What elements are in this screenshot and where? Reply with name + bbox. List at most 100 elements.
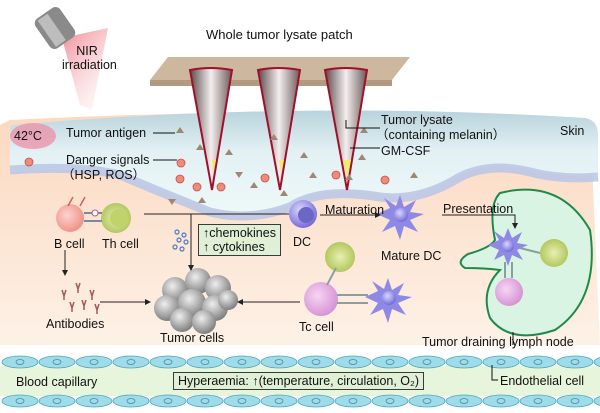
endothelial-nucleus <box>163 398 173 404</box>
microneedle <box>323 67 369 191</box>
endothelial-nucleus <box>422 359 432 365</box>
endothelial-cell <box>223 394 261 408</box>
tumor-lysate-leader <box>345 120 380 129</box>
temperature-label: 42°C <box>14 129 42 143</box>
maturation-label: Maturation <box>325 203 385 217</box>
antibodies-label: Antibodies <box>46 317 105 331</box>
endothelial-row-top <box>1 355 600 369</box>
patch-title: Whole tumor lysate patch <box>206 27 353 42</box>
nir-lamp-icon <box>34 7 108 110</box>
lymph-node-label: Tumor draining lymph node <box>422 335 574 349</box>
endothelial-cell <box>260 394 298 408</box>
antibodies-icon <box>61 282 100 314</box>
nir-line1: NIR <box>76 44 98 58</box>
tumor-antigen-particles <box>168 127 418 205</box>
endothelial-cell <box>408 355 446 369</box>
tumor-cells-icon <box>154 268 238 334</box>
endothelial-nucleus <box>89 398 99 404</box>
endothelial-cell <box>223 355 261 369</box>
endothelial-nucleus <box>89 359 99 365</box>
endothelial-cell <box>556 394 594 408</box>
nir-label: NIR irradiation <box>62 44 117 72</box>
dc-label: DC <box>293 235 312 249</box>
endothelial-cell <box>556 355 594 369</box>
endothelial-cell <box>371 394 409 408</box>
chemokines-text: ↑chemokines <box>203 226 276 240</box>
endothelial-cell <box>112 355 150 369</box>
endothelial-cell <box>371 355 409 369</box>
endothelial-nucleus <box>570 359 580 365</box>
mature-dc-icon <box>377 195 424 240</box>
gm-csf-label: GM-CSF <box>381 144 431 158</box>
endothelial-nucleus <box>200 359 210 365</box>
endothelial-cell <box>519 394 557 408</box>
endothelial-cell <box>408 394 446 408</box>
tc-cell-icon <box>304 282 338 316</box>
endothelial-nucleus <box>274 398 284 404</box>
endothelial-cell <box>297 394 335 408</box>
endothelial-cell <box>75 394 113 408</box>
endothelial-cell <box>112 394 150 408</box>
tumor-lysate-sub-label: （containing melanin） <box>376 128 506 142</box>
endothelial-nucleus <box>496 359 506 365</box>
endothelial-nucleus <box>237 398 247 404</box>
th-cell-partner-icon <box>325 242 355 272</box>
endothelial-nucleus <box>348 359 358 365</box>
endothelial-nucleus <box>163 359 173 365</box>
mature-dc-label: Mature DC <box>381 249 442 263</box>
b-cell-icon <box>56 204 84 232</box>
endothelial-nucleus <box>237 359 247 365</box>
nir-line2: irradiation <box>62 58 117 72</box>
endothelial-cell <box>297 355 335 369</box>
endothelial-cell <box>445 355 483 369</box>
blood-capillary-label: Blood capillary <box>16 375 98 389</box>
tumor-antigen-label: Tumor antigen <box>66 126 147 140</box>
endothelial-cell <box>38 394 76 408</box>
endothelial-nucleus <box>570 398 580 404</box>
endothelial-cell <box>149 394 187 408</box>
endothelial-nucleus <box>15 398 25 404</box>
cytokines-text: ↑ cytokines <box>203 240 265 254</box>
basement-membrane <box>9 163 599 221</box>
endothelial-cell <box>593 396 600 406</box>
microneedle <box>188 67 234 191</box>
microneedle <box>256 67 302 191</box>
endothelial-nucleus <box>533 359 543 365</box>
chemokine-dots <box>172 229 189 252</box>
mature-dc-tc-icon <box>365 278 412 323</box>
endothelial-nucleus <box>311 359 321 365</box>
endothelial-nucleus <box>200 398 210 404</box>
skin-label: Skin <box>560 124 585 138</box>
endothelial-nucleus <box>15 359 25 365</box>
danger-signal-particles <box>24 157 390 192</box>
endothelial-nucleus <box>126 359 136 365</box>
danger-signals-sub-label: （HSP, ROS） <box>62 168 146 182</box>
endothelial-nucleus <box>385 398 395 404</box>
tumor-lysate-label: Tumor lysate <box>381 113 453 127</box>
endothelial-nucleus <box>385 359 395 365</box>
endothelial-cell <box>75 355 113 369</box>
th-cell-label: Th cell <box>102 237 139 251</box>
endothelial-nucleus <box>52 398 62 404</box>
endothelial-nucleus <box>311 398 321 404</box>
endothelial-cell <box>260 355 298 369</box>
danger-signals-label: Danger signals <box>66 153 150 167</box>
endothelial-cell <box>38 355 76 369</box>
b-cell-label: B cell <box>54 237 85 251</box>
endothelial-cell <box>186 394 224 408</box>
endothelial-nucleus <box>52 359 62 365</box>
endothelial-cell <box>445 394 483 408</box>
endothelial-nucleus <box>422 398 432 404</box>
heat-spot <box>10 123 56 149</box>
presentation-label: Presentation <box>443 202 514 216</box>
lymph-th-cell-icon <box>540 239 568 267</box>
tc-cell-label: Tc cell <box>299 320 334 334</box>
endothelial-leader <box>491 365 498 381</box>
endothelial-cell <box>593 357 600 367</box>
endothelial-nucleus <box>274 359 284 365</box>
endothelial-cell <box>482 355 520 369</box>
endothelial-cell-label: Endothelial cell <box>500 374 585 388</box>
endothelial-nucleus <box>459 398 469 404</box>
